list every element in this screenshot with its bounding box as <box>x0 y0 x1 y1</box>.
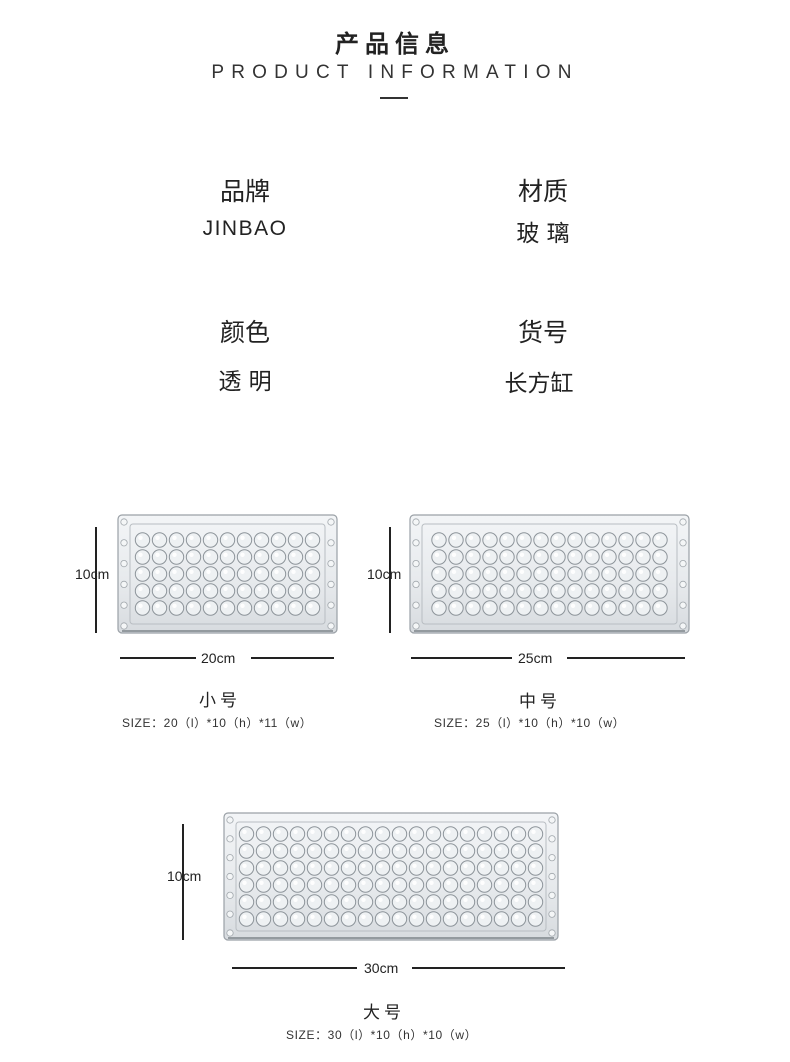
medium-height-bar <box>389 527 391 633</box>
item-number-label: 货号 <box>517 318 568 347</box>
color-value: 透 明 <box>218 369 272 395</box>
medium-size-spec: SIZE：25（l）*10（h）*10（w） <box>434 716 626 730</box>
small-width-line-right <box>251 657 334 659</box>
medium-vase-image <box>408 512 691 636</box>
small-height-bar <box>95 527 97 633</box>
small-width-label: 20cm <box>201 650 236 666</box>
large-size-spec: SIZE：30（l）*10（h）*10（w） <box>286 1028 478 1042</box>
small-size-name: 小号 <box>199 691 241 711</box>
medium-width-line-right <box>567 657 685 659</box>
small-size-spec: SIZE：20（l）*10（h）*11（w） <box>122 716 313 730</box>
small-height-label: 10cm <box>75 566 110 582</box>
material-value: 玻 璃 <box>516 221 570 247</box>
section-title-en: PRODUCT INFORMATION <box>211 62 579 83</box>
brand-label: 品牌 <box>219 177 270 206</box>
large-width-line-right <box>412 967 565 969</box>
large-width-line-left <box>232 967 357 969</box>
large-size-name: 大号 <box>363 1003 405 1023</box>
large-vase-image <box>222 810 560 943</box>
medium-width-label: 25cm <box>518 650 553 666</box>
small-width-line-left <box>120 657 196 659</box>
medium-width-line-left <box>411 657 512 659</box>
small-vase-image <box>116 512 339 636</box>
large-height-bar <box>182 824 184 940</box>
material-label: 材质 <box>517 177 568 206</box>
color-label: 颜色 <box>219 318 270 347</box>
large-width-label: 30cm <box>364 960 399 976</box>
large-height-label: 10cm <box>167 868 202 884</box>
section-title-cn: 产品信息 <box>335 30 455 58</box>
medium-size-name: 中号 <box>519 692 561 712</box>
title-divider <box>380 97 408 99</box>
medium-height-label: 10cm <box>367 566 402 582</box>
item-number-value: 长方缸 <box>504 371 574 397</box>
brand-value: JINBAO <box>202 217 288 240</box>
